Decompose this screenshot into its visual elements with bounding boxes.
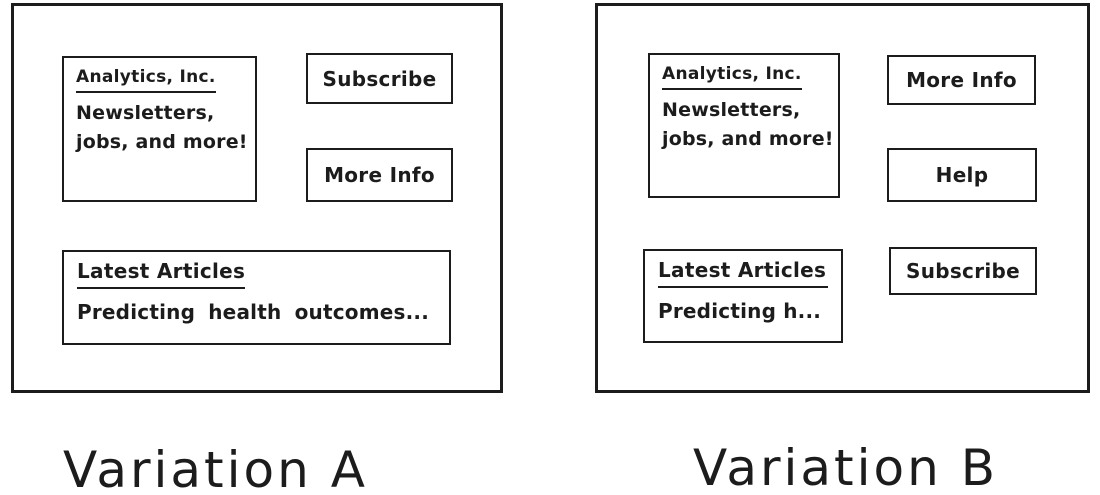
- latest-articles-title: Latest Articles: [658, 258, 828, 288]
- brand-box: Analytics, Inc. Newsletters, jobs, and m…: [62, 56, 257, 202]
- wireframe-panel-variation-b: Analytics, Inc. Newsletters, jobs, and m…: [595, 3, 1090, 393]
- subscribe-button: Subscribe: [889, 247, 1037, 295]
- latest-articles-box: Latest Articles Predicting health outcom…: [62, 250, 451, 345]
- brand-title: Analytics, Inc.: [76, 67, 216, 93]
- brand-tagline-line: jobs, and more!: [662, 128, 834, 150]
- help-button: Help: [887, 148, 1037, 202]
- more-info-button: More Info: [306, 148, 453, 202]
- variation-b-label: Variation B: [693, 439, 999, 495]
- brand-box: Analytics, Inc. Newsletters, jobs, and m…: [648, 53, 840, 198]
- wireframe-panel-variation-a: Analytics, Inc. Newsletters, jobs, and m…: [11, 3, 503, 393]
- variation-a-label: Variation A: [63, 441, 368, 495]
- latest-articles-title: Latest Articles: [77, 259, 246, 289]
- brand-title: Analytics, Inc.: [662, 64, 802, 90]
- subscribe-button: Subscribe: [306, 53, 453, 104]
- more-info-button: More Info: [887, 55, 1036, 105]
- brand-tagline-line: jobs, and more!: [76, 131, 248, 153]
- article-preview-text: Predicting health outcomes...: [77, 300, 429, 324]
- brand-tagline-line: Newsletters,: [76, 102, 215, 124]
- latest-articles-box: Latest Articles Predicting h...: [643, 249, 843, 343]
- article-preview-text: Predicting h...: [658, 299, 822, 323]
- brand-tagline-line: Newsletters,: [662, 99, 801, 121]
